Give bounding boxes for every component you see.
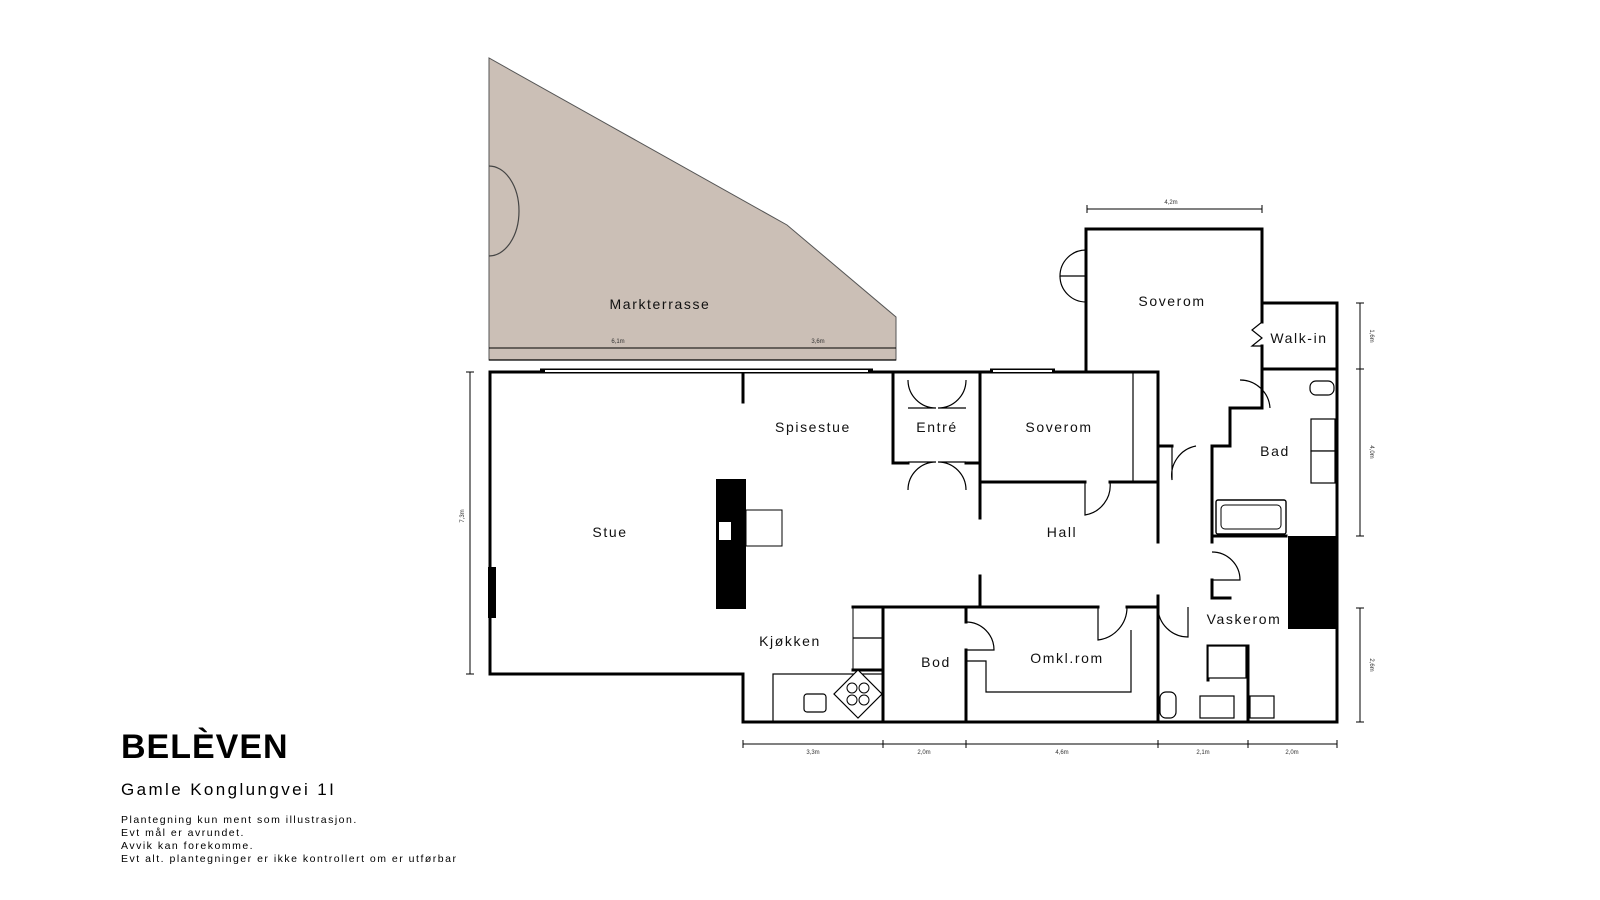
door-bad — [1239, 379, 1271, 409]
room-label-markterrasse: Markterrasse — [610, 296, 711, 312]
door-bod — [965, 621, 995, 651]
dim-right-2: 4,0m — [1368, 445, 1374, 458]
door-omkl — [1097, 606, 1128, 641]
dim-terrace-a: 6,1m — [611, 339, 624, 345]
terrace-arc — [488, 165, 520, 257]
kitchen-cooktop — [833, 669, 883, 719]
room-label-soverom-1: Soverom — [1138, 293, 1205, 309]
door-entre-top-left — [907, 379, 937, 409]
dim-top-soverom: 4,2m — [1164, 200, 1177, 206]
disclaimer-line: Evt mål er avrundet. — [121, 827, 245, 839]
disclaimer-line: Evt alt. plantegninger er ikke kontrolle… — [121, 853, 458, 865]
terrace-area — [488, 57, 897, 361]
door-soverom1-bot — [1059, 275, 1087, 303]
room-label-vaskerom: Vaskerom — [1207, 611, 1282, 627]
vask-sink — [1249, 695, 1275, 719]
room-label-entre: Entré — [916, 419, 957, 435]
disclaimer-line: Avvik kan forekomme. — [121, 840, 255, 852]
dim-bottom-3: 4,6m — [1055, 750, 1068, 756]
kitchen-sink — [803, 693, 827, 713]
dim-right-3: 2,6m — [1368, 658, 1374, 671]
room-label-soverom-2: Soverom — [1025, 419, 1092, 435]
room-label-walk-in: Walk-in — [1270, 330, 1327, 346]
door-entre-bot-left — [907, 461, 937, 491]
room-label-omkl-rom: Omkl.rom — [1030, 650, 1103, 666]
dim-bottom-1: 3,3m — [806, 750, 819, 756]
cooktop-ring-2 — [858, 682, 870, 694]
vask-shower — [1207, 645, 1247, 679]
dim-left-height: 7,3m — [460, 509, 466, 522]
cooktop-ring-1 — [846, 682, 858, 694]
room-label-kjokken: Kjøkken — [759, 633, 821, 649]
door-walkin — [1250, 321, 1263, 347]
brand-logo: BELÈVEN — [121, 728, 289, 766]
room-label-bad: Bad — [1260, 443, 1290, 459]
door-hall-vask — [1157, 606, 1189, 638]
dim-terrace-b: 3,6m — [811, 339, 824, 345]
wc-toilet — [1159, 691, 1177, 719]
fireplace-white — [719, 522, 731, 540]
room-label-hall: Hall — [1047, 524, 1078, 540]
disclaimer-line: Plantegning kun ment som illustrasjon. — [121, 814, 358, 826]
laundry-block — [1288, 536, 1336, 629]
room-label-spisestue: Spisestue — [775, 419, 851, 435]
cooktop-ring-4 — [858, 694, 870, 706]
omkl-wardrobe — [966, 630, 1132, 693]
kitchen-counter — [772, 673, 884, 723]
fireplace-block — [716, 479, 746, 609]
dim-ticks — [466, 205, 1364, 748]
fireplace-hearth — [745, 509, 783, 547]
door-soverom1-top — [1059, 249, 1087, 277]
stove-left-wall — [488, 567, 496, 618]
room-label-bod: Bod — [921, 654, 951, 670]
dim-bottom-2: 2,0m — [917, 750, 930, 756]
wc-sink — [1199, 695, 1235, 719]
room-label-stue: Stue — [592, 524, 627, 540]
dim-right-1: 1,6m — [1368, 329, 1374, 342]
bath-sink-2 — [1310, 450, 1336, 484]
dim-bottom-4: 2,1m — [1196, 750, 1209, 756]
bathtub-inner — [1220, 504, 1282, 530]
door-vaskerom — [1211, 551, 1241, 581]
door-soverom2 — [1084, 481, 1111, 516]
property-address: Gamle Konglungvei 1I — [121, 780, 337, 799]
bath-toilet — [1309, 380, 1335, 396]
cooktop-ring-3 — [846, 694, 858, 706]
dim-bottom-5: 2,0m — [1285, 750, 1298, 756]
bath-sink-1 — [1310, 418, 1336, 452]
disclaimer: Plantegning kun ment som illustrasjon. E… — [121, 814, 457, 866]
door-entre-top-right — [937, 379, 967, 409]
door-entre-bot-right — [937, 461, 967, 491]
door-hall-soverom1 — [1171, 445, 1197, 481]
